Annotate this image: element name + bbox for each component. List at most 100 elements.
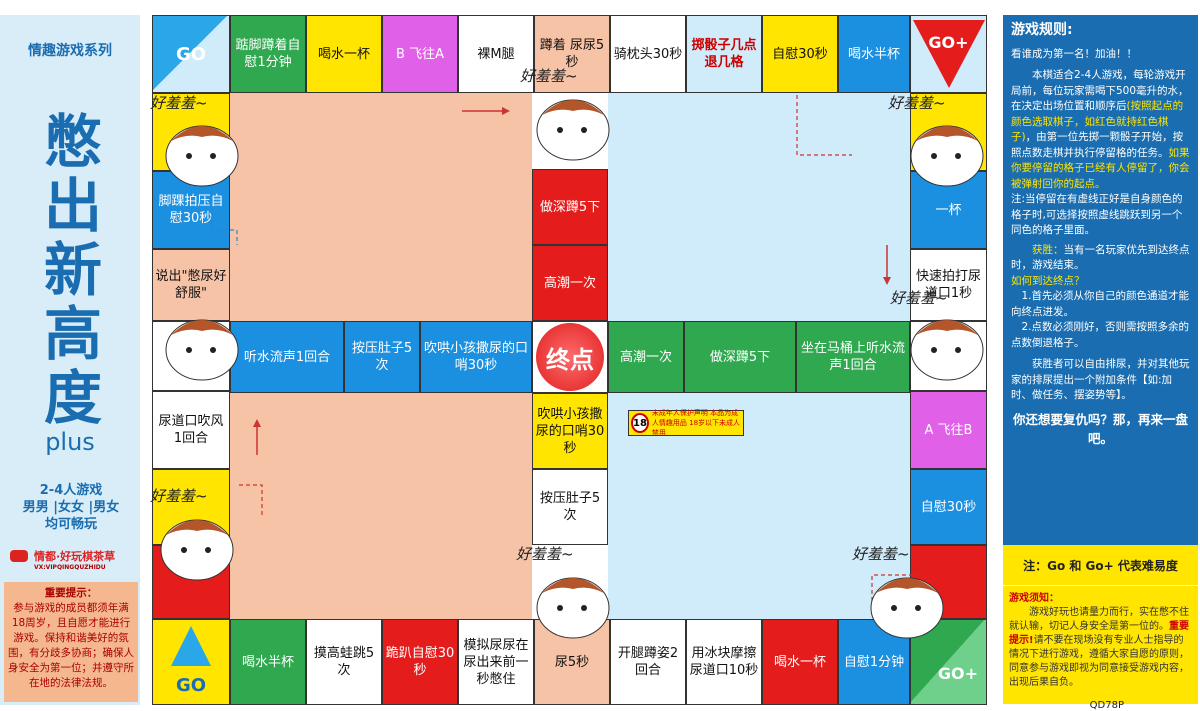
path-arrows [211,95,917,615]
cell-label: 按压肚子5次 [351,341,413,373]
arrow-head [502,107,510,115]
rules-text: ，由第一位先掷一颗骰子开始，按照点数走棋并执行停留格的任务。 [1011,131,1184,159]
cell-label: GO [175,43,207,65]
cell[interactable]: 喝水半杯 [230,619,306,705]
dog-caption: 好羞羞~ [890,289,948,307]
cell[interactable]: 裸M腿 [458,15,534,93]
cell-label: 喝水一杯 [317,46,370,62]
difficulty-note: 注：Go 和 Go+ 代表难易度 [1003,545,1198,585]
notice-title: 重要提示： [44,587,98,599]
gamepad-icon [10,550,28,562]
cell-label: GO+ [928,33,969,52]
game-notice: 游戏须知： 游戏好玩也请量力而行，实在憋不住就认输，切记人身安全是第一位的。重要… [1003,586,1198,704]
shortcut-line [871,574,917,615]
how-line: 1.首先必须从你自己的颜色通道才能向终点进发。 [1011,290,1190,318]
cell-label: B 飞往A [396,46,444,62]
rules-line: 看谁成为第一名！加油！！ [1011,47,1137,60]
shortcut-line [796,95,852,156]
cell[interactable]: 模拟尿尿在尿出来前一秒憋住 [458,619,534,705]
win-title: 获胜： [1032,243,1064,256]
go-plus-red[interactable]: GO+ [910,15,987,93]
cell-label: 快速拍打尿道口1秒 [915,269,981,301]
how-line: 获胜者可以自由排尿，并对其他玩家的排尿提出一个附加条件【如:加时、做任务、摆姿势… [1011,358,1190,401]
cell-label: 听水流声1回合 [243,349,331,365]
win-text: 当有一名玩家优先到达终点时，游戏结束。 [1011,243,1190,272]
cell-label: 自慰30秒 [772,46,828,62]
rules-title: 游戏规则: [1011,22,1073,38]
age-number: 18 [633,417,647,429]
cell[interactable]: 坐在马桶上听水流声1回合 [796,321,910,393]
dog-sticker [528,563,618,643]
cell-dice[interactable]: 掷骰子几点退几格 [686,15,762,93]
cell[interactable]: 自慰30秒 [762,15,838,93]
dog-sticker [528,85,618,165]
cell[interactable]: 尿道口吹风1回合 [152,391,230,469]
age-18-icon: 18 [631,413,649,433]
cell[interactable]: 做深蹲5下 [684,321,796,393]
cell-label: 吹哄小孩撒尿的口哨30秒 [423,341,528,373]
players-line: 均可畅玩 [44,517,97,532]
cell[interactable]: 吹哄小孩撒尿的口哨30秒 [532,393,608,469]
cell[interactable]: 喝水半杯 [838,15,910,93]
cell[interactable]: 做深蹲5下 [532,169,608,245]
notice-text-1: 游戏好玩也请量力而行，实在憋不住就认输，切记人身安全是第一位的。 [1009,607,1189,632]
cell-label: 开腿蹲姿2回合 [617,646,679,678]
rules-highlight: (按照起点的颜色选取棋子，如红色就持红色棋子) [1011,100,1184,143]
cell[interactable]: 快速拍打尿道口1秒 [910,249,987,321]
cell[interactable]: 喝水一杯 [762,619,838,705]
cell[interactable]: 高潮一次 [608,321,684,393]
cell-label: 喝水半杯 [241,654,294,670]
cell[interactable]: 摸高蛙跳5次 [306,619,382,705]
cell[interactable]: 说出"憋尿好舒服" [152,249,230,321]
rules-paragraph: 注:当停留在有虚线正好是自身颜色的格子时,可选择按照虚线跳跃到另一个同色的格子里… [1011,193,1183,236]
cell[interactable]: 踮脚蹲着自慰1分钟 [230,15,306,93]
cell[interactable]: 自慰30秒 [910,469,987,545]
cell-portal-b[interactable]: B 飞往A [382,15,458,93]
cell-label: 用冰块摩擦尿道口10秒 [689,646,759,678]
cell-label: 做深蹲5下 [539,199,601,215]
zone-topright [608,93,910,321]
revenge-line: 你还想要复仇吗？那，再来一盘吧。 [1012,411,1188,446]
dog-caption: 好羞羞~ [520,67,578,85]
rules-panel: 游戏规则: 看谁成为第一名！加油！！ 本棋适合2-4人游戏，每轮游戏开局前，每位… [1003,15,1198,545]
cell-label: 掷骰子几点退几格 [691,38,757,70]
logo-sub: VX:VIPQINGQUZHIDU [34,564,106,571]
dog-caption: 好羞羞~ [852,545,910,563]
end-label: 终点 [546,345,594,374]
series-label: 情趣游戏系列 [28,43,112,59]
go-start-yellow[interactable]: GO [152,619,230,705]
cell-label: 高潮一次 [619,349,672,365]
dog-sticker [157,305,247,385]
cell[interactable]: 用冰块摩擦尿道口10秒 [686,619,762,705]
cell[interactable]: 尿5秒 [534,619,610,705]
title-char: 高 [43,300,102,368]
title-char: 出 [43,172,102,240]
cell[interactable]: 高潮一次 [532,245,608,321]
cell-label: 裸M腿 [477,46,515,62]
end-marker[interactable]: 终点 [536,323,604,391]
dog-caption: 好羞羞~ [150,487,208,505]
cell-label: 高潮一次 [543,275,596,291]
rules-paragraph: 本棋适合2-4人游戏，每轮游戏开局前，每位玩家需喝下500毫升的水，在决定出场位… [1011,68,1190,192]
cell[interactable]: 按压肚子5次 [532,469,608,545]
cell[interactable]: 喝水一杯 [306,15,382,93]
cell[interactable]: 听水流声1回合 [230,321,344,393]
cell[interactable]: 跪趴自慰30秒 [382,619,458,705]
cell[interactable]: 按压肚子5次 [344,321,420,393]
cell[interactable]: 开腿蹲姿2回合 [610,619,686,705]
game-board: GO 踮脚蹲着自慰1分钟 喝水一杯 B 飞往A 裸M腿 蹲着 尿尿5秒 骑枕头3… [150,15,987,705]
title-char: 新 [43,236,102,304]
notice-text-2: 请不要在现场没有专业人士指导的情况下进行游戏，遵循大家自愿的原则，同意参与游戏即… [1009,635,1189,688]
arrow-head [253,419,261,427]
cell-label: 吹哄小孩撒尿的口哨30秒 [535,406,605,456]
cell-label: 坐在马桶上听水流声1回合 [800,341,905,373]
corner-triangle [153,16,229,92]
cell[interactable]: 吹哄小孩撒尿的口哨30秒 [420,321,532,393]
cell[interactable]: 蹲着 尿尿5秒 [534,15,610,93]
cell[interactable]: 骑枕头30秒 [610,15,686,93]
notice-text: 游戏好玩也请量力而行，实在憋不住就认输，切记人身安全是第一位的。重要提示!请不要… [1009,606,1192,690]
cell-portal-a[interactable]: A 飞往B [910,391,987,469]
go-start-blue[interactable]: GO [152,15,230,93]
cell-label: 喝水一杯 [773,654,826,670]
dog-sticker [862,563,952,643]
